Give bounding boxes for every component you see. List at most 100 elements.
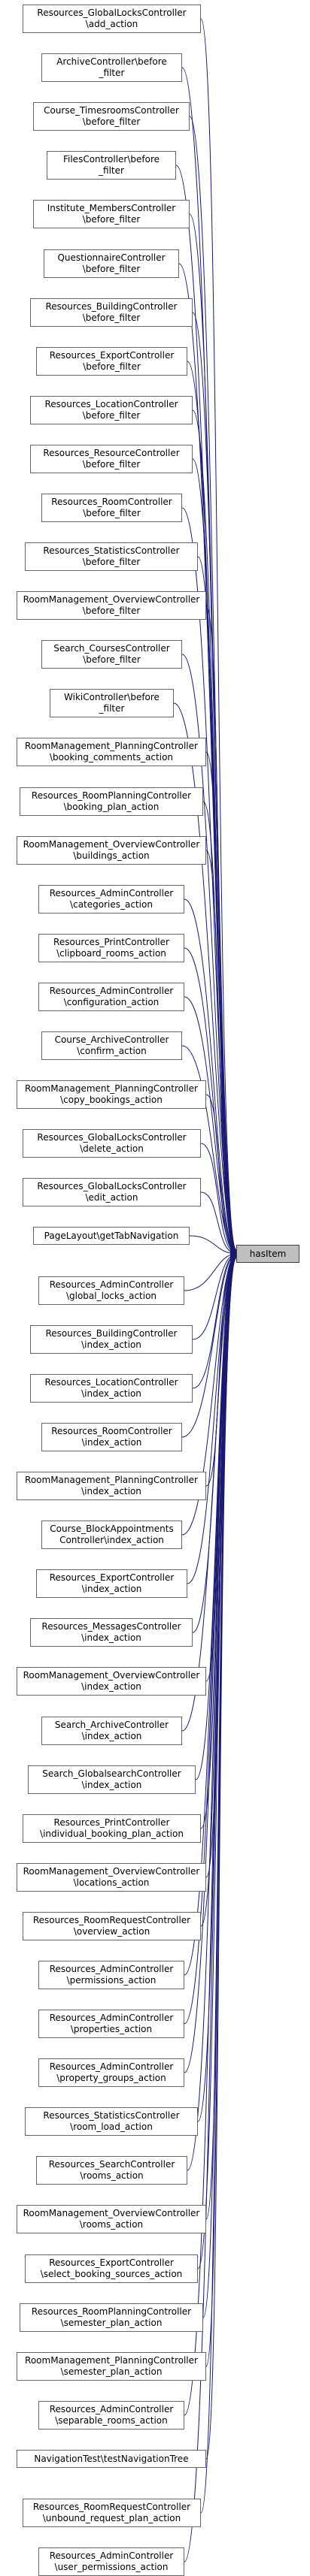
caller-node-label-line: \confirm_action [77,1046,147,1056]
caller-node-label-line: NavigationTest\testNavigationTree [34,2453,189,2464]
call-edge [184,1253,237,2073]
call-edge [181,1252,237,1732]
caller-node[interactable]: FilesController\before_filter [47,151,176,180]
caller-node[interactable]: Resources_GlobalLocksController\add_acti… [23,5,201,33]
caller-node-label-line: ArchiveController\before [56,56,167,67]
caller-node[interactable]: RoomManagement_OverviewController\index_… [17,1667,206,1696]
caller-node[interactable]: Resources_AdminController\permissions_ac… [38,1961,184,1989]
caller-node-label-line: RoomManagement_OverviewController [23,839,200,850]
caller-node[interactable]: Institute_MembersController\before_filte… [33,200,190,228]
call-edge [184,1255,237,2416]
caller-node[interactable]: Resources_AdminController\configuration_… [38,983,184,1011]
caller-node[interactable]: Resources_AdminController\categories_act… [38,885,184,914]
caller-node-label-line: RoomManagement_OverviewController [23,1866,200,1877]
caller-node-label-line: Resources_AdminController [49,1279,174,1290]
caller-node[interactable]: Resources_PrintController\clipboard_room… [38,934,184,962]
caller-node[interactable]: Resources_ExportController\before_filter [36,347,187,376]
caller-node[interactable]: Course_TimesroomsController\before_filte… [33,102,190,131]
caller-node[interactable]: RoomManagement_OverviewController\before… [17,591,206,620]
caller-node[interactable]: RoomManagement_OverviewController\locati… [17,1863,206,1892]
caller-node[interactable]: Resources_SearchController\rooms_action [36,2156,187,2185]
caller-node[interactable]: Search_ArchiveController\index_action [41,1717,182,1745]
caller-node[interactable]: Course_ArchiveController\confirm_action [41,1031,182,1060]
caller-node[interactable]: Resources_LocationController\index_actio… [30,1374,193,1403]
call-edge [187,1252,237,1584]
caller-node[interactable]: Resources_AdminController\property_group… [38,2058,184,2087]
caller-node[interactable]: Resources_GlobalLocksController\edit_act… [23,1178,201,1206]
caller-node[interactable]: Resources_LocationController\before_filt… [30,396,193,424]
caller-node-label-line: \clipboard_rooms_action [56,948,166,959]
caller-node[interactable]: Resources_RoomRequestController\overview… [23,1912,201,1940]
caller-node-label-line: \delete_action [80,1143,144,1154]
caller-node-label-line: Resources_RoomPlanningController [31,790,192,801]
caller-node[interactable]: Resources_ExportController\index_action [36,1569,187,1598]
caller-node[interactable]: RoomManagement_PlanningController\copy_b… [17,1080,206,1109]
caller-node-label-line: Search_ArchiveController [54,1720,169,1730]
caller-node[interactable]: Search_CoursesController\before_filter [41,640,182,669]
call-edge [200,1143,237,1257]
caller-node-label-line: \before_filter [82,264,141,274]
caller-node-label-line: \index_action [81,1681,141,1692]
caller-node-label-line: \properties_action [70,2024,153,2034]
caller-node[interactable]: WikiController\before_filter [50,689,174,717]
caller-node-label-line: \unbound_request_plan_action [42,2513,181,2523]
caller-node-label-line: Resources_AdminController [49,888,174,898]
caller-node-label-line: \index_action [81,1388,141,1399]
caller-node-label-line: \before_filter [83,361,141,372]
caller-node[interactable]: RoomManagement_PlanningController\semest… [17,2352,206,2381]
caller-node-label-line: \semester_plan_action [60,2366,163,2377]
caller-node-label-line: Course_BlockAppointments [50,1524,174,1534]
caller-node-label-line: Resources_RoomPlanningController [31,2306,192,2317]
call-edge [205,850,237,1255]
caller-node[interactable]: NavigationTest\testNavigationTree [17,2450,206,2468]
caller-node[interactable]: Resources_AdminController\properties_act… [38,2010,184,2038]
caller-node-label-line: \before_filter [82,116,141,127]
caller-node-label-line: Resources_MessagesController [41,1621,181,1632]
call-edge [200,1252,237,1829]
caller-node-label-line: Resources_RoomRequestController [32,1915,191,1925]
caller-node[interactable]: RoomManagement_PlanningController\index_… [17,1472,206,1500]
caller-node[interactable]: ArchiveController\before_filter [41,53,182,82]
caller-node[interactable]: Resources_AdminController\global_locks_a… [38,1276,184,1305]
caller-node-label-line: \before_filter [82,557,141,567]
caller-node[interactable]: Resources_ResourceController\before_filt… [30,445,193,473]
caller-node[interactable]: QuestionnaireController\before_filter [44,249,179,278]
caller-node[interactable]: Resources_StatisticsController\room_load… [25,2107,198,2136]
caller-node[interactable]: Resources_RoomController\index_action [41,1423,182,1451]
caller-node[interactable]: Resources_RoomPlanningController\semeste… [20,2303,203,2332]
caller-node-label-line: \global_locks_action [65,1291,157,1301]
target-node-hasitem[interactable]: hasItem [236,1245,299,1263]
caller-node[interactable]: Resources_RoomRequestController\unbound_… [23,2499,201,2527]
caller-node[interactable]: Resources_BuildingController\index_actio… [30,1325,193,1354]
caller-node[interactable]: Search_GlobalsearchController\index_acti… [28,1765,196,1794]
caller-node-label-line: \before_filter [82,313,141,323]
call-edge [192,1251,237,1389]
caller-node-label-line: \copy_bookings_action [60,1095,163,1105]
caller-node-label-line: Resources_AdminController [49,986,174,996]
caller-node[interactable]: RoomManagement_OverviewController\buildi… [17,836,206,865]
caller-node-label-line: _filter [99,68,125,78]
caller-node-label-line: RoomManagement_OverviewController [23,1670,200,1681]
call-edge [192,1251,237,1340]
caller-node[interactable]: Resources_BuildingController\before_filt… [30,298,193,327]
caller-node[interactable]: PageLayout\getTabNavigation [33,1227,190,1245]
caller-node-label-line: \semester_plan_action [60,2318,163,2328]
caller-node[interactable]: Resources_ExportController\select_bookin… [25,2254,198,2283]
caller-node[interactable]: Resources_GlobalLocksController\delete_a… [23,1129,201,1158]
caller-node[interactable]: Resources_AdminController\separable_room… [38,2401,184,2430]
caller-node[interactable]: Resources_RoomController\before_filter [41,494,182,522]
caller-node-label-line: \booking_plan_action [63,802,160,812]
caller-node-label-line: \index_action [81,1731,142,1741]
caller-node-label-line: Course_TimesroomsController [44,105,179,116]
caller-node[interactable]: Resources_PrintController\individual_boo… [23,1814,201,1843]
caller-node[interactable]: Resources_StatisticsController\before_fi… [25,542,198,571]
caller-node-label-line: Resources_SearchController [48,2159,175,2170]
caller-node[interactable]: RoomManagement_PlanningController\bookin… [17,738,206,766]
caller-node-label-line: \booking_comments_action [49,752,174,763]
caller-node[interactable]: Resources_AdminController\user_permissio… [38,2547,184,2576]
caller-node[interactable]: RoomManagement_OverviewController\rooms_… [17,2205,206,2233]
caller-node[interactable]: Resources_MessagesController\index_actio… [30,1618,193,1647]
caller-node[interactable]: Resources_RoomPlanningController\booking… [20,787,203,816]
caller-node-label-line: \user_permissions_action [54,2562,169,2572]
